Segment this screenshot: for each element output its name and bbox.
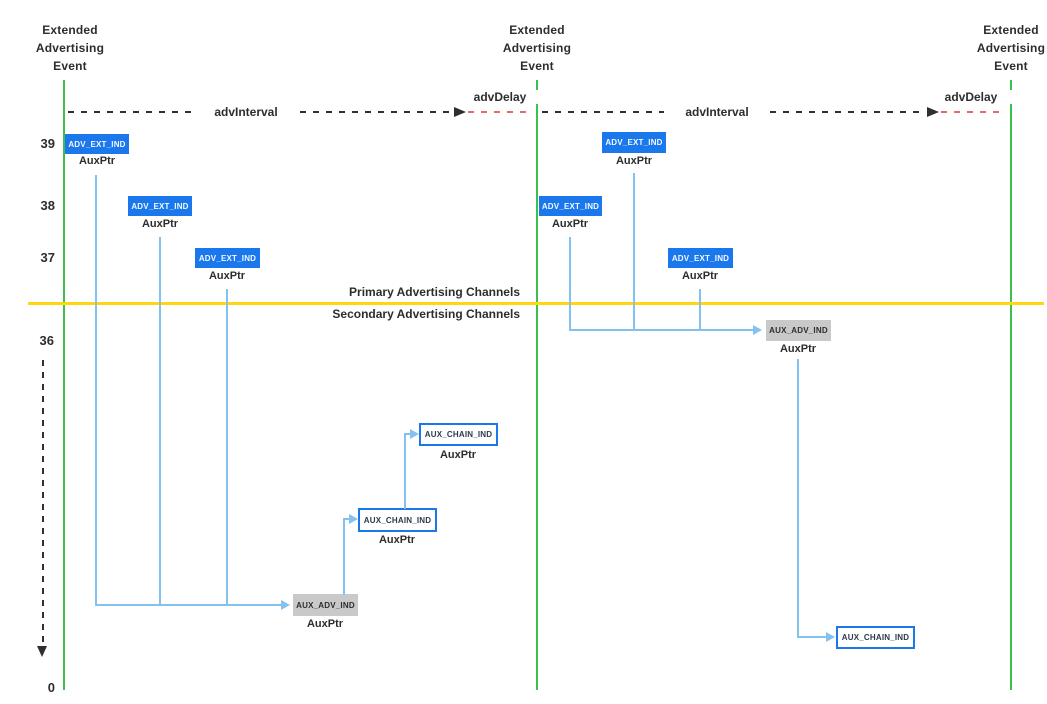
auxptr-connector-line [95,175,97,605]
event-boundary-line-1 [63,80,65,690]
secondary-channels-caption: Secondary Advertising Channels [332,307,520,321]
channel-label-36: 36 [39,333,54,348]
advinterval-label-2: advInterval [667,105,767,119]
channel-label-39: 39 [40,136,55,151]
channel-label-37: 37 [40,250,55,265]
event-header-left: Extended Advertising Event [35,23,105,73]
adv-ext-ind-packet: ADV_EXT_IND [602,132,666,153]
event-header-right: Extended Advertising Event [976,23,1046,73]
auxptr-label: AuxPtr [439,449,477,461]
auxptr-connector-line [343,518,350,520]
auxptr-connector-arrow [826,632,835,642]
auxptr-connector-line [797,636,827,638]
event-boundary-line-2 [536,80,538,690]
channel-divider-line [28,302,1044,305]
auxptr-connector-line [797,359,799,638]
channel-label-38: 38 [40,198,55,213]
auxptr-label: AuxPtr [551,218,589,230]
adv-ext-ind-packet: ADV_EXT_IND [668,248,733,268]
primary-channels-caption: Primary Advertising Channels [349,285,520,299]
auxptr-label: AuxPtr [208,270,246,282]
auxptr-connector-line [699,289,701,330]
channel-range-arrowhead [37,646,47,657]
auxptr-label: AuxPtr [78,155,116,167]
advdelay-dashes-2 [941,111,1004,113]
advinterval-dashes-2b [770,111,925,113]
aux-chain-ind-packet: AUX_CHAIN_IND [836,626,915,649]
auxptr-connector-line [404,433,411,435]
adv-ext-ind-packet: ADV_EXT_IND [539,196,602,216]
advdelay-dashes-1 [468,111,532,113]
aux-adv-ind-packet: AUX_ADV_IND [293,594,358,616]
auxptr-connector-arrow [281,600,290,610]
advinterval-arrowhead-2 [927,107,939,117]
auxptr-connector-line [95,604,282,606]
auxptr-connector-line [226,289,228,605]
auxptr-label: AuxPtr [141,218,179,230]
auxptr-connector-line [159,237,161,605]
advdelay-label-1: advDelay [450,90,550,104]
auxptr-connector-line [569,329,754,331]
advinterval-dashes-1b [300,111,452,113]
auxptr-connector-arrow [753,325,762,335]
auxptr-connector-arrow [349,514,358,524]
auxptr-label: AuxPtr [681,270,719,282]
adv-ext-ind-packet: ADV_EXT_IND [65,134,129,154]
channel-range-dashed-arrow [42,360,44,646]
auxptr-label: AuxPtr [779,343,817,355]
advinterval-label-1: advInterval [196,105,296,119]
adv-ext-ind-packet: ADV_EXT_IND [195,248,260,268]
auxptr-label: AuxPtr [615,155,653,167]
auxptr-connector-arrow [410,429,419,439]
aux-adv-ind-packet: AUX_ADV_IND [766,320,831,341]
event-header-middle: Extended Advertising Event [502,23,572,73]
auxptr-connector-line [569,237,571,330]
advinterval-arrowhead-1 [454,107,466,117]
auxptr-label: AuxPtr [306,618,344,630]
auxptr-connector-line [343,518,345,595]
event-boundary-line-3 [1010,80,1012,690]
aux-chain-ind-packet: AUX_CHAIN_IND [358,508,437,532]
auxptr-connector-line [404,433,406,509]
advinterval-dashes-2a [542,111,664,113]
channel-label-0: 0 [47,680,55,695]
auxptr-label: AuxPtr [378,534,416,546]
advinterval-dashes-1a [68,111,205,113]
aux-chain-ind-packet: AUX_CHAIN_IND [419,423,498,446]
adv-ext-ind-packet: ADV_EXT_IND [128,196,192,216]
auxptr-connector-line [633,173,635,330]
advdelay-label-2: advDelay [921,90,1021,104]
